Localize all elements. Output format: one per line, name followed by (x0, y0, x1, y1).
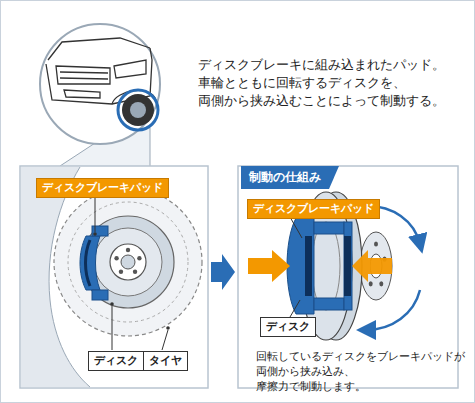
label-text: ディスクブレーキパッド (253, 202, 374, 215)
part-label: ディスクブレーキパッド (247, 199, 380, 219)
wheel-bolt (126, 248, 130, 252)
label-text: タイヤ (149, 354, 182, 367)
part-label: ディスク (88, 351, 144, 371)
description-note: ディスクブレーキに組み込まれたパッド。 車輪とともに回転するディスクを、 両側か… (198, 56, 460, 110)
wheel-bolt (374, 241, 378, 246)
part-label: ディスクブレーキパッド (36, 178, 169, 198)
wheel-bolt (369, 281, 373, 286)
panel-heading: 制動の仕組み (241, 166, 339, 189)
mechanism-panel: 制動の仕組み回転しているディスクをブレーキパッドが 両側から挟み込み、摩擦力で制… (238, 166, 458, 388)
wheel-bolt (133, 270, 137, 274)
wheel-bolt (114, 256, 118, 260)
part-label: タイヤ (143, 351, 188, 371)
part-label: ディスク (260, 317, 316, 337)
label-text: ディスクブレーキパッド (42, 181, 163, 194)
label-text: ディスク (266, 320, 310, 333)
wheel-bolt (119, 270, 123, 274)
wheel-bolt (137, 256, 141, 260)
panel-caption: 回転しているディスクをブレーキパッドが 両側から挟み込み、摩擦力で制動します。 (256, 349, 456, 394)
label-text: ディスク (94, 354, 138, 367)
wheel-bolt (379, 281, 383, 286)
